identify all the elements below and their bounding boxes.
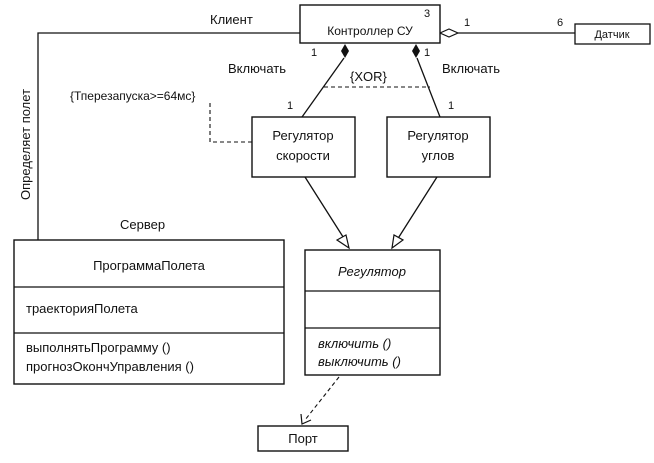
sensor-aggregation-diamond	[438, 28, 460, 38]
speed-regulator-line2: скорости	[276, 148, 330, 163]
angle-regulator-multiplicity: 1	[448, 100, 454, 112]
right-multiplicity-controller: 1	[424, 47, 430, 59]
port-dependency-line	[304, 376, 340, 421]
left-composition-diamond	[341, 44, 349, 58]
port-box	[257, 425, 349, 452]
angle-regulator-line1: Регулятор	[407, 128, 468, 143]
controller-name: Контроллер СУ	[327, 24, 413, 38]
left-multiplicity-controller: 1	[311, 47, 317, 59]
server-role-label: Сервер	[120, 217, 165, 232]
flight-program-op-forecast: прогнозОкончУправления ()	[26, 359, 194, 374]
client-association-line	[37, 32, 300, 240]
constraint-dashed-line	[209, 103, 252, 143]
angle-generalization-line	[396, 176, 438, 241]
angle-generalization-arrowhead	[391, 234, 405, 250]
sensor-name: Датчик	[594, 29, 629, 41]
sensor-box	[574, 23, 651, 45]
angle-regulator-line2: углов	[422, 148, 455, 163]
flight-program-name: ПрограммаПолета	[93, 258, 206, 273]
controller-box	[299, 4, 441, 44]
left-include-label: Включать	[228, 61, 286, 76]
controller-multiplicity: 3	[424, 8, 430, 20]
speed-regulator-box	[251, 116, 356, 178]
right-composition-diamond	[412, 44, 420, 58]
regulator-name: Регулятор	[338, 264, 406, 279]
flight-program-attribute: траекторияПолета	[26, 301, 139, 316]
speed-generalization-line	[304, 176, 346, 241]
client-role-label: Клиент	[210, 12, 253, 27]
right-include-label: Включать	[442, 61, 500, 76]
speed-generalization-arrowhead	[335, 234, 350, 250]
angle-regulator-link	[416, 57, 441, 118]
regulator-box	[304, 249, 441, 376]
speed-regulator-link	[301, 57, 345, 118]
port-name: Порт	[288, 431, 318, 446]
sensor-left-multiplicity: 1	[464, 17, 470, 29]
restart-constraint-label: {Тперезапуска>=64мс}	[70, 89, 195, 103]
speed-regulator-multiplicity: 1	[287, 100, 293, 112]
angle-regulator-box	[386, 116, 491, 178]
determines-flight-label: Определяет полет	[18, 89, 33, 200]
port-dependency-arrowhead	[300, 413, 312, 425]
regulator-op-disable: выключить ()	[318, 354, 401, 369]
flight-program-op-execute: выполнятьПрограмму ()	[26, 340, 171, 355]
sensor-right-multiplicity: 6	[557, 17, 563, 29]
regulator-op-enable: включить ()	[318, 336, 391, 351]
speed-regulator-line1: Регулятор	[272, 128, 333, 143]
flight-program-box	[13, 239, 285, 385]
xor-constraint-label: {XOR}	[350, 69, 388, 84]
